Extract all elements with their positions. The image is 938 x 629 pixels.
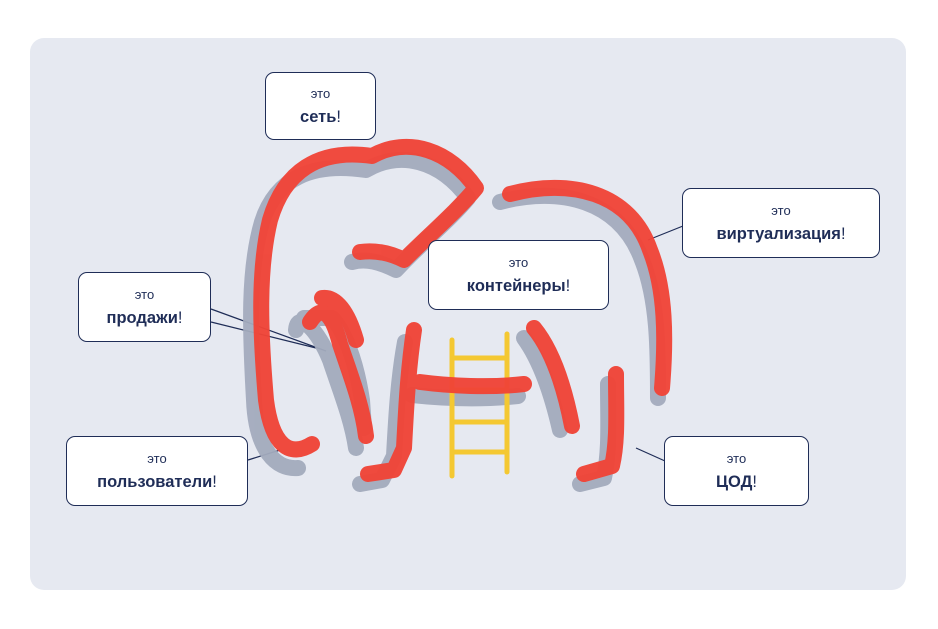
bubble-sales-word: продажи: [106, 309, 178, 327]
bubble-containers-mark: !: [565, 277, 571, 295]
bubble-users-mark: !: [212, 473, 217, 491]
bubble-sales-top: это: [134, 287, 155, 302]
bubble-containers: это контейнеры!: [428, 240, 609, 310]
bubble-containers-word: контейнеры: [466, 277, 566, 295]
pointer-datacenter: [635, 447, 666, 462]
elephant-outline: [253, 138, 673, 482]
bubble-sales-mark: !: [177, 309, 183, 327]
bubble-users: это пользователи!: [66, 436, 248, 506]
bubble-network-word: сеть: [300, 108, 337, 126]
pointer-virtualization: [647, 225, 684, 241]
bubble-sales: это продажи!: [78, 272, 211, 342]
bubble-virtualization-top: это: [771, 203, 791, 218]
bubble-network-top: это: [310, 86, 331, 101]
bubble-users-top: это: [147, 451, 167, 466]
ladder: [449, 331, 510, 479]
bubble-virtualization: это виртуализация!: [682, 188, 880, 258]
bubble-datacenter-word: ЦОД: [715, 473, 753, 491]
bubble-datacenter-mark: !: [752, 473, 758, 491]
bubble-virtualization-mark: !: [840, 225, 846, 243]
bubble-network: это сеть!: [265, 72, 376, 140]
bubble-containers-top: это: [508, 255, 529, 270]
bubble-virtualization-word: виртуализация: [716, 225, 841, 243]
bubble-users-word: пользователи: [97, 473, 213, 491]
bubble-network-mark: !: [336, 108, 341, 126]
bubble-datacenter-top: это: [726, 451, 747, 466]
bubble-datacenter: это ЦОД!: [664, 436, 809, 506]
